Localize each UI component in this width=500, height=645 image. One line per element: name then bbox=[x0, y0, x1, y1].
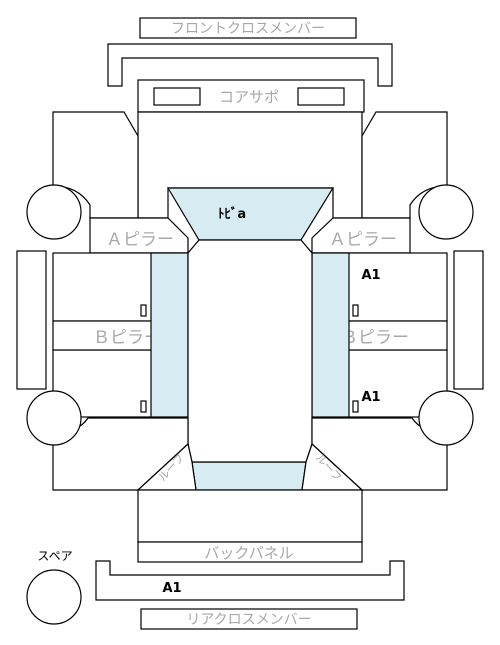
rear-window bbox=[191, 461, 307, 491]
rear-right-tire bbox=[418, 390, 474, 446]
trunk-lid bbox=[137, 489, 363, 543]
rear-cross-member-label: リアクロスメンバー bbox=[186, 612, 311, 628]
windshield bbox=[166, 187, 335, 241]
right-side-lower-mark: A1 bbox=[361, 390, 380, 405]
front-right-tire bbox=[418, 184, 474, 240]
a-pillar-left-label: Ａピラー bbox=[106, 230, 174, 250]
roof bbox=[187, 239, 313, 463]
roof-front-mark: ﾄﾋﾞa bbox=[218, 206, 246, 222]
a-pillar-right-label: Ａピラー bbox=[329, 230, 397, 250]
front-bumper-bracket bbox=[107, 43, 393, 87]
door-handle-front-right bbox=[352, 304, 359, 317]
back-panel-box bbox=[137, 541, 363, 563]
rear-left-tire bbox=[26, 390, 82, 446]
headlight-right bbox=[297, 87, 345, 106]
door-handle-rear-right bbox=[352, 400, 359, 413]
side-window-right bbox=[311, 252, 350, 418]
core-support-label: コアサポ bbox=[219, 88, 279, 106]
rear-bumper-bracket bbox=[95, 560, 405, 601]
headlight-left bbox=[153, 87, 201, 106]
a-pillar-right bbox=[311, 217, 411, 254]
front-cross-member-box bbox=[139, 17, 357, 39]
spare-label: スペア bbox=[37, 549, 72, 563]
rocker-panel-right bbox=[453, 250, 484, 390]
front-left-tire bbox=[26, 184, 82, 240]
front-cross-member-label: フロントクロスメンバー bbox=[171, 21, 325, 37]
spare-tire bbox=[26, 569, 82, 625]
side-window-left bbox=[150, 252, 189, 418]
b-pillar-right-label: Ｂピラー bbox=[341, 328, 409, 348]
door-handle-front-left bbox=[140, 304, 147, 317]
rocker-panel-left bbox=[16, 250, 47, 390]
a-pillar-left bbox=[89, 217, 189, 254]
door-handle-rear-left bbox=[140, 400, 147, 413]
rear-cross-mark: A1 bbox=[162, 581, 181, 596]
back-panel-label: バックパネル bbox=[204, 544, 293, 562]
right-side-upper-mark: A1 bbox=[361, 268, 380, 283]
b-pillar-left-label: Ｂピラー bbox=[93, 328, 161, 348]
rear-cross-member-box bbox=[140, 608, 358, 630]
